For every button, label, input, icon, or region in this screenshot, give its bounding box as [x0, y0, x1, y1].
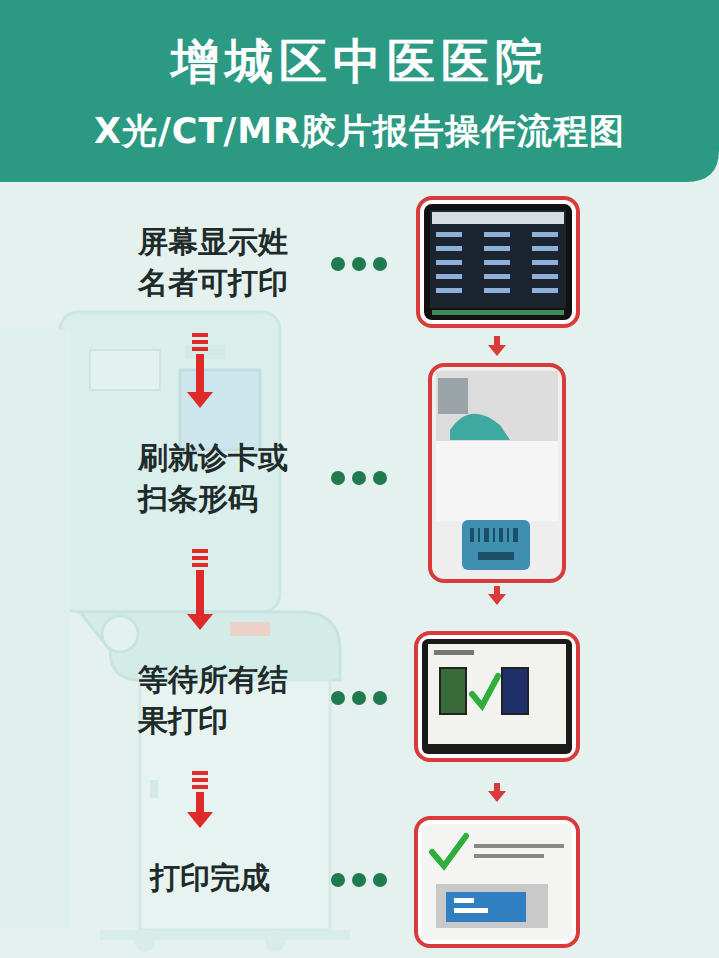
step-text-box: 刷就诊卡或扫条形码: [138, 438, 298, 519]
title: 增城区中医医院: [0, 30, 719, 94]
step-text-box: 打印完成: [150, 858, 310, 899]
small-arrow: [488, 783, 506, 802]
photo-print-screen: [416, 633, 578, 760]
small-arrow: [488, 336, 506, 356]
photo-card-reader: [430, 365, 564, 581]
subtitle: X光/CT/MR胶片报告操作流程图: [0, 108, 719, 155]
step-text-box: 等待所有结果打印: [138, 660, 298, 741]
step-text: 打印完成: [150, 858, 310, 899]
step-text: 屏幕显示姓名者可打印: [138, 222, 298, 303]
photo-screen: [418, 198, 578, 326]
flow-arrow: [187, 771, 213, 828]
header-band: [0, 0, 719, 182]
flow-arrow: [187, 333, 213, 408]
kiosk-illustration: [0, 312, 350, 952]
step-text-box: 屏幕显示姓名者可打印: [138, 222, 298, 303]
photo-print-done: [416, 818, 578, 946]
small-arrow: [488, 586, 506, 605]
flow-arrow: [187, 549, 213, 630]
dot-leader: [331, 257, 387, 887]
step-text: 刷就诊卡或扫条形码: [138, 438, 298, 519]
step-text: 等待所有结果打印: [138, 660, 298, 741]
